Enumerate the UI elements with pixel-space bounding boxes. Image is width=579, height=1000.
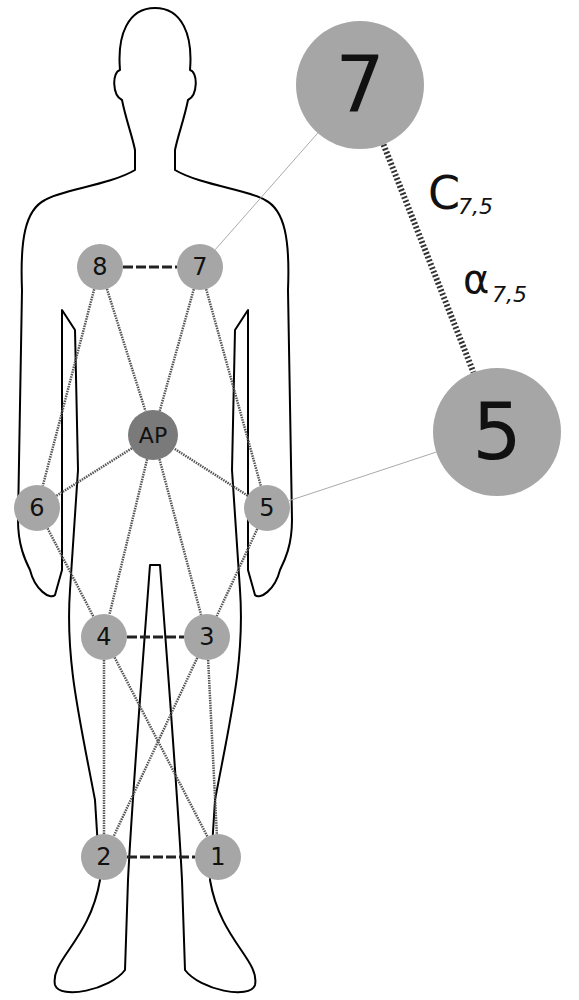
sensor-node: 1	[195, 834, 241, 880]
node-label: 1	[210, 843, 225, 871]
circle-shape	[81, 614, 127, 660]
node-label: 8	[92, 253, 107, 281]
node-number: 2	[81, 834, 127, 880]
circle-shape	[195, 834, 241, 880]
circle-shape	[77, 244, 123, 290]
node-label: 7	[192, 253, 207, 281]
body-outline	[18, 8, 292, 992]
link-line	[114, 658, 197, 836]
node-number: 5	[433, 368, 561, 496]
link-line	[384, 145, 474, 373]
link-line	[107, 289, 146, 411]
link-line	[206, 289, 261, 486]
circle-shape	[81, 834, 127, 880]
link-line	[103, 660, 106, 834]
zoom-node: 7	[296, 21, 424, 149]
link-line	[127, 856, 195, 859]
circle-shape	[296, 21, 424, 149]
link-line	[174, 448, 248, 495]
subscript: 7,5	[458, 194, 493, 219]
node-number: 7	[177, 244, 223, 290]
zoom-leader	[289, 452, 436, 501]
link-line	[159, 459, 201, 615]
node-label: 4	[96, 623, 111, 651]
link-line	[115, 657, 208, 836]
node-label: 5	[472, 387, 522, 477]
zoom-leader	[215, 133, 318, 250]
node-number: 4	[81, 614, 127, 660]
node-number: 8	[77, 244, 123, 290]
sensor-node: 6	[14, 485, 60, 531]
link-line	[217, 529, 258, 616]
sensor-node: 7	[177, 244, 223, 290]
node-number: AP	[128, 410, 178, 460]
link-line	[208, 660, 217, 834]
link-line	[48, 528, 94, 616]
node-label: 7	[335, 40, 385, 130]
sensor-node: 4	[81, 614, 127, 660]
circle-shape	[177, 244, 223, 290]
circle-shape	[184, 614, 230, 660]
circle-shape	[128, 410, 178, 460]
link-line	[160, 289, 194, 411]
link-line	[43, 289, 94, 485]
zoom-node: 5	[433, 368, 561, 496]
sensor-node: 5	[244, 485, 290, 531]
node-number: 7	[296, 21, 424, 149]
link-line	[56, 448, 131, 495]
node-label: 2	[96, 843, 111, 871]
node-number: 5	[244, 485, 290, 531]
link-line	[123, 266, 177, 269]
sensor-node: 3	[184, 614, 230, 660]
circle-shape	[244, 485, 290, 531]
node-label: 6	[29, 494, 44, 522]
access-point: AP	[128, 410, 178, 460]
node-label: 3	[199, 623, 214, 651]
attenuation-symbol: α	[463, 256, 489, 302]
link-line	[127, 636, 184, 639]
capacity-symbol: C	[428, 166, 460, 220]
node-number: 1	[195, 834, 241, 880]
node-label: 5	[259, 494, 274, 522]
circle-shape	[433, 368, 561, 496]
node-label: AP	[139, 423, 167, 448]
node-number: 3	[184, 614, 230, 660]
link-line	[109, 459, 147, 614]
sensor-node: 8	[77, 244, 123, 290]
sensor-node: 2	[81, 834, 127, 880]
subscript: 7,5	[492, 282, 527, 307]
circle-shape	[14, 485, 60, 531]
node-number: 6	[14, 485, 60, 531]
